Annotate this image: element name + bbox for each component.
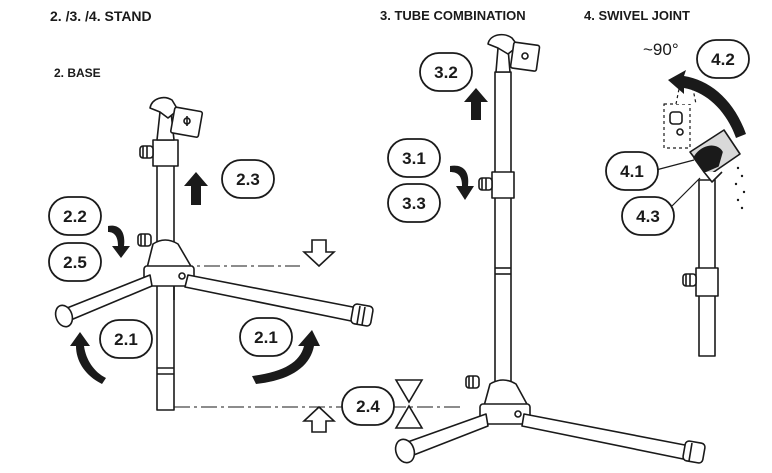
base-guide-lines [150, 265, 460, 408]
up-outline-arrow-icon [301, 405, 337, 433]
callout-3-2-bubble [419, 52, 473, 92]
swivel-motion-dots [734, 166, 746, 210]
stand-title: 2. /3. /4. STAND [50, 8, 152, 24]
callout-2-3-bubble [221, 159, 275, 199]
callout-4-1: 4.1 [620, 162, 644, 181]
callout-4-1-bubble [605, 151, 659, 191]
callout-3-1-bubble [387, 138, 441, 178]
callout-3-2: 3.2 [434, 63, 458, 82]
callout-2-3: 2.3 [236, 170, 260, 189]
callout-2-2-bubble [48, 196, 102, 236]
down-outline-arrow-icon [301, 239, 337, 268]
callout-2-4-bubble [341, 386, 395, 426]
callout-2-5: 2.5 [63, 253, 87, 272]
tube-stand-drawing [394, 33, 706, 464]
leader-4-3 [671, 177, 701, 207]
callout-2-1-left-bubble [99, 319, 153, 359]
callout-4-2-bubble [696, 39, 750, 79]
callout-4-2: 4.2 [711, 50, 735, 69]
up-arrow-icon-3 [464, 88, 488, 120]
callout-2-4: 2.4 [356, 397, 380, 416]
leader-4-1 [655, 159, 695, 171]
fold-arrow-left-icon [70, 332, 106, 384]
callout-4-3: 4.3 [636, 207, 660, 226]
callout-3-3: 3.3 [402, 194, 426, 213]
callout-2-1-left: 2.1 [114, 330, 138, 349]
callout-4-3-bubble [621, 196, 675, 236]
rotate-arrow-icon-3 [450, 165, 474, 200]
tube-combination-title: 3. TUBE COMBINATION [380, 8, 526, 23]
up-arrow-icon [184, 172, 208, 205]
angle-label: ~90° [643, 40, 679, 59]
fold-arrow-right-icon [252, 330, 320, 384]
callout-2-5-bubble [48, 242, 102, 282]
callout-3-3-bubble [387, 183, 441, 223]
callout-3-1: 3.1 [402, 149, 426, 168]
rotate-arrow-icon [108, 225, 130, 258]
callout-2-1-right: 2.1 [254, 328, 278, 347]
callout-2-2: 2.2 [63, 207, 87, 226]
base-title: 2. BASE [54, 66, 101, 80]
swivel-joint-title: 4. SWIVEL JOINT [584, 8, 690, 23]
squeeze-arrows-icon [394, 379, 424, 429]
swivel-arrow-icon [668, 70, 746, 138]
callout-2-1-right-bubble [239, 317, 293, 357]
base-stand-drawing [54, 96, 374, 411]
swivel-joint-drawing [663, 83, 741, 357]
